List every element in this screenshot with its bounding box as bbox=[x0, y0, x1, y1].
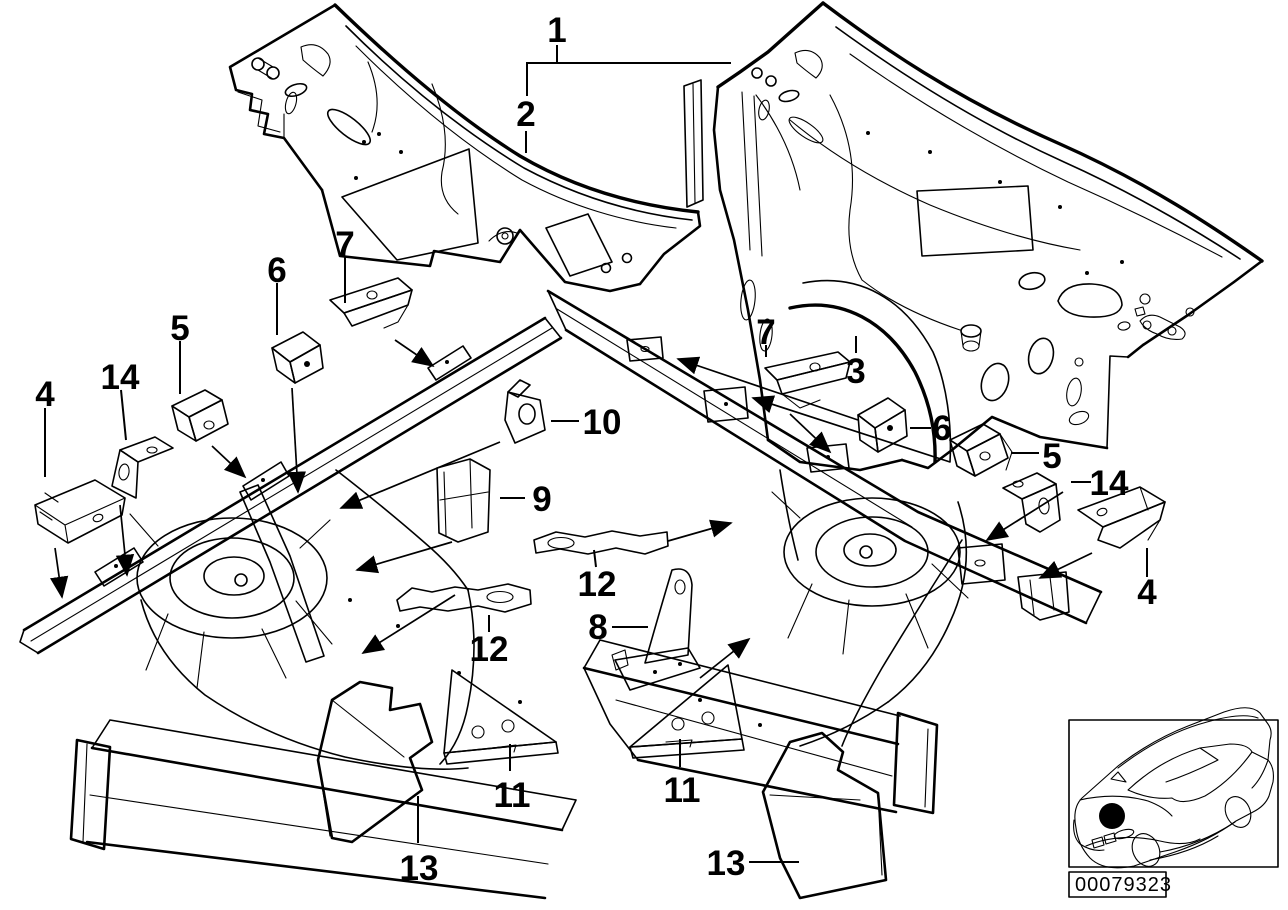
callout-6[interactable]: 6 bbox=[267, 251, 286, 290]
callout-4[interactable]: 4 bbox=[35, 375, 55, 414]
callout-7[interactable]: 7 bbox=[756, 313, 775, 352]
strap-12-left bbox=[396, 583, 532, 613]
pointer-arrow bbox=[115, 504, 135, 577]
pointer-arrow bbox=[676, 356, 859, 421]
bracket-4-right bbox=[1077, 486, 1166, 549]
callout-11[interactable]: 11 bbox=[494, 776, 531, 815]
bracket-9 bbox=[436, 458, 491, 543]
bracket-11-right bbox=[629, 664, 745, 759]
callout-8[interactable]: 8 bbox=[588, 608, 607, 647]
bracket-6-right bbox=[857, 397, 908, 453]
strap-12-right bbox=[533, 530, 669, 555]
callout-7[interactable]: 7 bbox=[335, 225, 354, 264]
pointer-arrow bbox=[751, 395, 951, 463]
car-location-thumbnail bbox=[1068, 707, 1279, 869]
firewall-panel-right bbox=[683, 1, 1264, 472]
shield-13-right bbox=[761, 731, 888, 900]
callout-4[interactable]: 4 bbox=[1137, 573, 1157, 612]
pointer-arrow bbox=[667, 519, 733, 542]
callout-10[interactable]: 10 bbox=[583, 403, 622, 442]
pointer-arrow bbox=[394, 339, 435, 368]
pointer-arrow bbox=[287, 387, 307, 494]
callout-9[interactable]: 9 bbox=[532, 480, 551, 519]
bracket-6-left bbox=[271, 331, 324, 384]
bracket-5-right bbox=[949, 423, 1013, 477]
pointer-arrow bbox=[1038, 552, 1093, 579]
pointer-arrow bbox=[699, 637, 751, 679]
callout-13[interactable]: 13 bbox=[707, 844, 746, 883]
firewall-panel-left bbox=[228, 3, 702, 293]
pointer-arrow bbox=[50, 547, 69, 599]
shield-13-left bbox=[316, 680, 434, 844]
callout-5[interactable]: 5 bbox=[1042, 437, 1061, 476]
pointer-arrow bbox=[361, 594, 456, 654]
pointer-arrow bbox=[211, 445, 247, 479]
pointer-arrow bbox=[355, 541, 453, 574]
bracket-14-left bbox=[111, 436, 174, 499]
callout-3[interactable]: 3 bbox=[846, 352, 865, 391]
bracket-14-right bbox=[1002, 472, 1061, 533]
callout-2[interactable]: 2 bbox=[516, 95, 535, 134]
callout-14[interactable]: 14 bbox=[1090, 464, 1129, 503]
bracket-11-left bbox=[443, 669, 559, 765]
callout-14[interactable]: 14 bbox=[101, 358, 140, 397]
callout-6[interactable]: 6 bbox=[932, 409, 951, 448]
bracket-5-left bbox=[171, 389, 229, 442]
pointer-arrow bbox=[985, 491, 1064, 541]
pointer-arrow bbox=[789, 413, 832, 454]
leader-line bbox=[526, 45, 558, 96]
callout-12[interactable]: 12 bbox=[578, 565, 617, 604]
plate-number: 00079323 bbox=[1075, 874, 1172, 896]
callout-13[interactable]: 13 bbox=[400, 849, 439, 888]
bracket-7-right bbox=[764, 351, 851, 409]
bracket-4-left bbox=[34, 479, 126, 544]
plate-number-box: 00079323 bbox=[1068, 871, 1172, 898]
bracket-8 bbox=[611, 568, 701, 691]
callout-1[interactable]: 1 bbox=[547, 11, 566, 50]
callout-5[interactable]: 5 bbox=[170, 309, 189, 348]
bracket-10 bbox=[504, 379, 546, 444]
callout-11[interactable]: 11 bbox=[664, 771, 701, 810]
pointer-arrow bbox=[339, 441, 501, 509]
callout-12[interactable]: 12 bbox=[470, 630, 509, 669]
leader-line bbox=[593, 549, 597, 568]
bracket-7-left bbox=[329, 277, 413, 329]
leader-line bbox=[120, 389, 127, 441]
